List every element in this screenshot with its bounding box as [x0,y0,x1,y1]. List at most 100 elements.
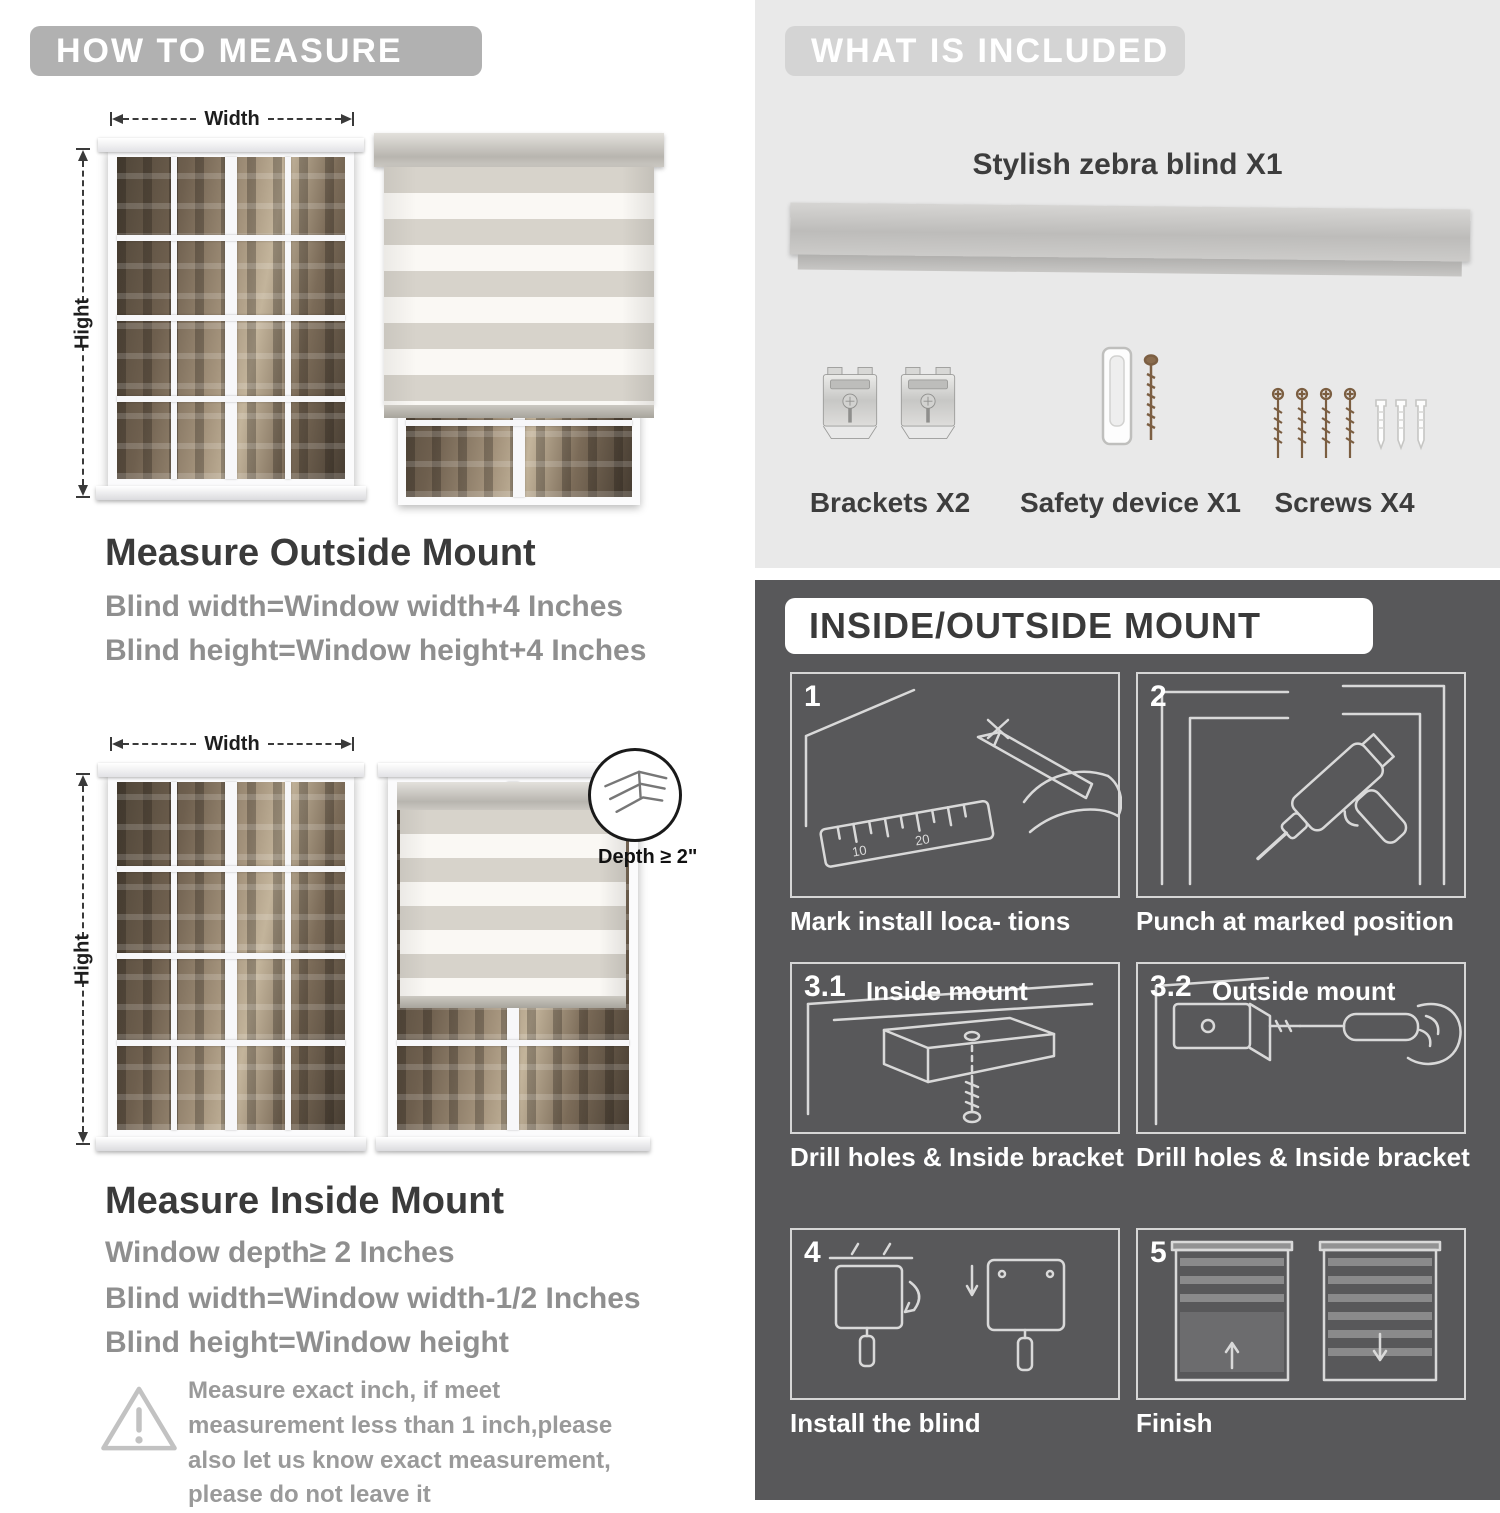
window-bottom-sill [96,1137,366,1151]
screws-icon [1268,386,1440,479]
arrow-end-tick [352,112,355,126]
inside-mount-line1: Window depth≥ 2 Inches [105,1236,455,1269]
arrowhead-right-icon [341,114,353,124]
blind-bottom-rail [400,996,626,1008]
step-5-illustration [1170,1240,1442,1382]
what-is-included-header: WHAT IS INCLUDED [785,26,1185,76]
zebra-blind-outside-illustration [374,133,664,505]
dashed-line [82,344,84,485]
step-3-1-illustration [806,982,1094,1124]
arrowhead-down-icon [78,485,88,496]
inside-mount-title: Measure Inside Mount [105,1180,505,1222]
mount-guide-header-label: INSIDE/OUTSIDE MOUNT [809,605,1262,646]
window-muntin [117,866,345,872]
arrowhead-left-icon [112,114,123,124]
arrow-end-tick [76,496,90,498]
step-1-number: 1 [804,680,821,713]
dashed-line [82,980,84,1132]
window-muntin [406,420,632,426]
window-top-sill [98,763,364,777]
step-2-number: 2 [1150,680,1167,713]
outside-mount-title: Measure Outside Mount [105,532,536,574]
outside-mount-line2: Blind height=Window height+4 Inches [105,634,647,667]
step-4-number: 4 [804,1236,821,1269]
mount-guide-header: INSIDE/OUTSIDE MOUNT [785,598,1373,654]
step-5-panel: 5 [1136,1228,1466,1400]
window-bottom-sill [96,486,366,500]
window-muntin [117,1040,345,1046]
inside-mount-line3: Blind height=Window height [105,1326,509,1359]
brackets-label: Brackets X2 [809,487,971,518]
step-3-2-illustration [1154,976,1462,1126]
arrowhead-up-icon [78,775,88,786]
step-3-2-caption: Drill holes & Inside bracket [1136,1142,1470,1172]
dashed-line [82,786,84,938]
zebra-blind-headrail-illustration [789,202,1471,285]
step-4-illustration [828,1242,1066,1372]
width-label: Width [204,732,260,755]
screws-label: Screws X4 [1274,487,1415,518]
arrow-end-tick [76,773,90,775]
svg-text:10: 10 [851,842,868,859]
step-5-number: 5 [1150,1236,1167,1269]
safety-device-icon [1095,344,1171,455]
height-arrow: Hight [72,148,94,498]
arrowhead-down-icon [78,1132,88,1143]
how-to-measure-header-label: HOW TO MEASURE [56,31,403,70]
dashed-line [82,161,84,302]
what-is-included-section [755,0,1500,568]
blind-label: Stylish zebra blind X1 [972,148,1283,181]
window-muntin [117,234,345,241]
what-is-included-header-label: WHAT IS INCLUDED [811,31,1170,70]
zebra-stripes [384,167,654,405]
step-2-illustration [1160,684,1446,886]
step-5-caption: Finish [1136,1408,1213,1438]
arrow-end-tick [76,148,90,150]
height-arrow: Hight [72,773,94,1145]
svg-text:20: 20 [914,831,931,848]
width-label: Width [204,107,260,130]
arrow-end-tick [352,737,355,751]
how-to-measure-section: HOW TO MEASURE Width Hight [0,0,755,1508]
window-bottom-sill [376,1137,650,1151]
window-illustration-outside [96,138,366,500]
dashed-line [123,118,197,120]
bracket-icon [818,356,882,455]
arrow-end-tick [76,1143,90,1145]
inside-mount-line2: Blind width=Window width-1/2 Inches [105,1282,641,1315]
step-3-1-title: Inside mount [866,976,1028,1006]
headrail-top [789,202,1471,262]
width-arrow: Width [110,107,355,130]
step-1-panel: 1 10 20 [790,672,1123,898]
step-4-caption: Install the blind [790,1408,981,1438]
window-muntin [397,1040,629,1046]
step-3-2-title: Outside mount [1212,976,1396,1006]
window-frame [108,148,354,488]
step-4-panel: 4 [790,1228,1120,1400]
step-3-1-panel: 3.1 Inside mount [790,962,1120,1134]
dashed-line [267,743,342,745]
window-corner-detail-icon [604,770,668,813]
step-3-1-number: 3.1 [804,970,846,1003]
dashed-line [267,118,342,120]
window-frame [108,773,354,1139]
warning-triangle-icon [98,1382,180,1461]
warning-note: Measure exact inch, if meet measurement … [188,1377,613,1509]
step-1-illustration: 10 20 [804,688,1123,868]
blind-cassette [374,133,664,167]
arrow-end-tick [110,737,112,751]
step-3-2-panel: 3.2 Outside mount [1136,962,1466,1134]
depth-detail-circle [588,748,682,842]
depth-label: Depth ≥ 2" [598,846,698,868]
blind-bottom-rail [384,405,654,418]
how-to-measure-header: HOW TO MEASURE [30,26,482,76]
zebra-stripes [400,810,626,996]
outside-mount-line1: Blind width=Window width+4 Inches [105,590,624,623]
bracket-icon [896,356,960,455]
step-1-caption: Mark install loca- tions [790,906,1071,936]
arrow-end-tick [110,112,112,126]
height-label: Hight [71,297,94,349]
step-3-1-caption: Drill holes & Inside bracket [790,1142,1124,1172]
dashed-line [123,743,197,745]
window-illustration-inside [96,763,366,1151]
